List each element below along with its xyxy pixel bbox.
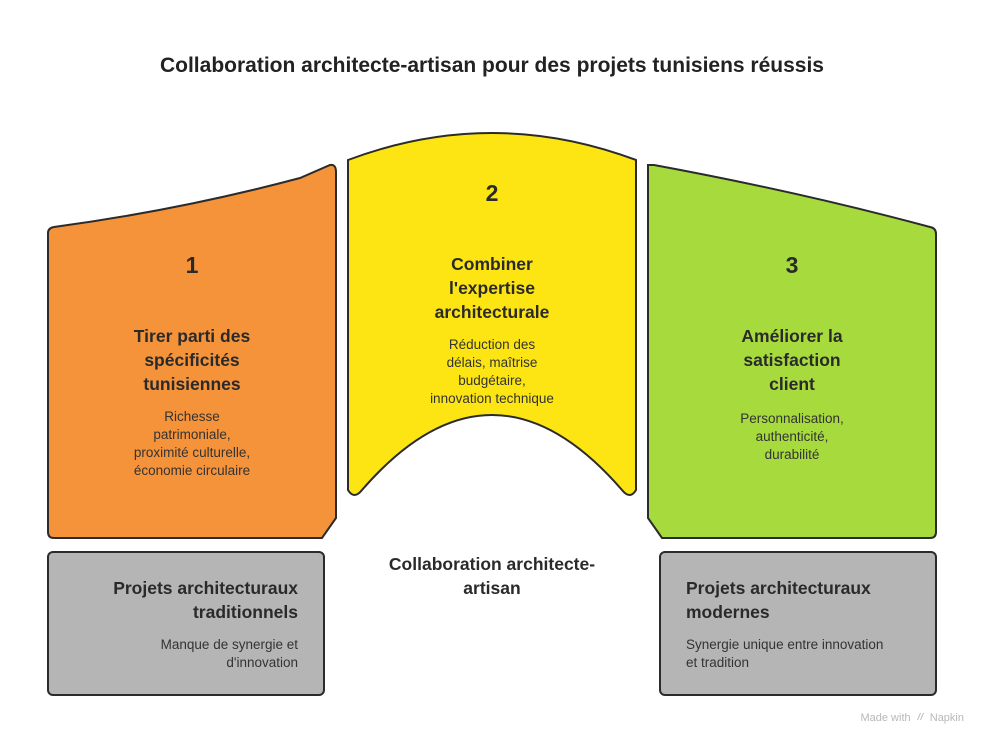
step-1-heading: Tirer parti des spécificités tunisiennes — [133, 326, 251, 394]
step-2-description: Réduction des délais, maîtrise budgétair… — [430, 337, 554, 406]
step-3-number: 3 — [785, 252, 799, 278]
made-with-label: Made with — [860, 712, 911, 724]
step-1-shape — [47, 163, 337, 539]
napkin-logo-icon — [916, 712, 925, 724]
right-box-description: Synergie unique entre innovation et trad… — [686, 637, 884, 670]
collaboration-label: Collaboration architecte- artisan — [388, 554, 596, 598]
step-3-heading: Améliorer la satisfaction client — [741, 326, 843, 394]
step-3-description: Personnalisation, authenticité, durabili… — [740, 411, 844, 462]
step-1-description: Richesse patrimoniale, proximité culture… — [133, 409, 251, 478]
napkin-brand: Napkin — [929, 712, 964, 724]
right-box-shape — [659, 551, 937, 696]
left-box-heading: Projets architecturaux traditionnels — [113, 578, 298, 622]
made-with-napkin: Made with Napkin — [860, 712, 964, 724]
left-box-description: Manque de synergie et d'innovation — [160, 637, 298, 670]
left-box-shape — [47, 551, 325, 696]
step-3-shape — [647, 164, 937, 539]
step-2-heading: Combiner l'expertise architecturale — [434, 254, 550, 322]
step-1-number: 1 — [185, 252, 199, 278]
step-2-shape — [347, 132, 637, 496]
diagram-title: Collaboration architecte-artisan pour de… — [159, 54, 824, 77]
right-box-heading: Projets architecturaux modernes — [686, 578, 871, 622]
step-2-number: 2 — [485, 180, 499, 206]
